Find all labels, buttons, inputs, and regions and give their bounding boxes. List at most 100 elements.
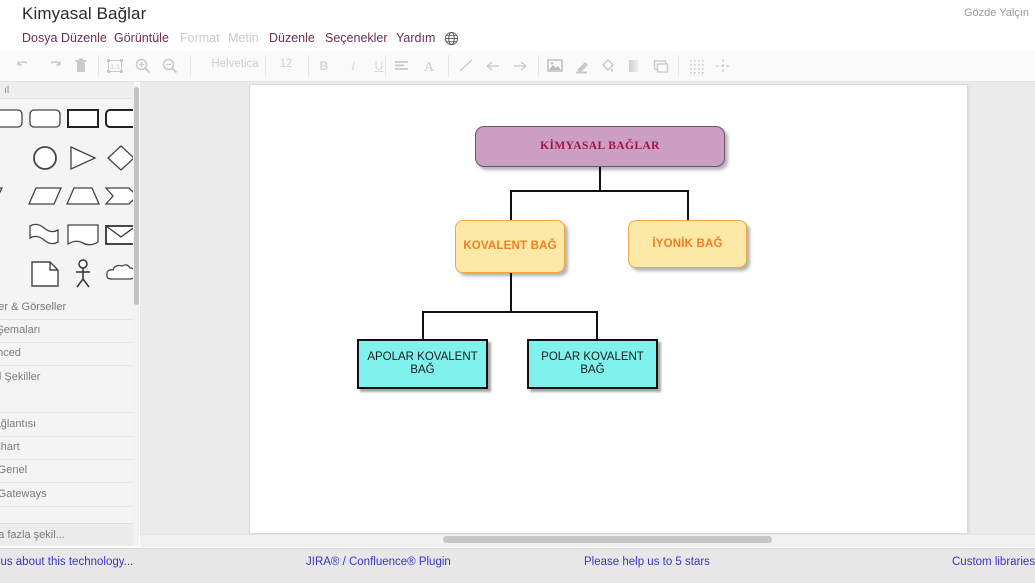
italic-button[interactable]: I [344, 56, 362, 76]
diagram-edge-v[interactable] [510, 273, 512, 311]
diagram-edge-h[interactable] [422, 311, 598, 313]
shadow-icon[interactable] [624, 56, 644, 76]
square-partial-shape[interactable] [0, 216, 26, 254]
svg-text:1:1: 1:1 [110, 64, 120, 71]
shape-panel: ılŞekiller & GörsellerAkış ŞemalarıAdvan… [0, 82, 134, 546]
redo-icon[interactable] [44, 56, 64, 76]
diagram-edge-v[interactable] [687, 190, 689, 220]
arrow-left-icon[interactable] [483, 56, 503, 76]
font-name-field[interactable]: Helvetica [200, 58, 270, 70]
menu-item-se-enekler-6[interactable]: Seçenekler [325, 31, 388, 45]
shape-library-item-8[interactable]: VPN Gateways [0, 483, 133, 507]
diagram-node-label: KİMYASAL BAĞLAR [540, 140, 660, 153]
diagram-edge-v[interactable] [422, 311, 424, 339]
wave-shape[interactable] [26, 216, 64, 254]
diagram-edge-v[interactable] [599, 167, 601, 191]
shape-library-item-label: Advanced [0, 347, 21, 359]
menu-item-d-zenle-1[interactable]: Düzenle [61, 31, 107, 45]
shape-library-item-0[interactable]: Şekiller & Görseller [0, 296, 133, 320]
document-title[interactable]: Kimyasal Bağlar [22, 4, 146, 24]
diagram-page[interactable]: KİMYASAL BAĞLAR KOVALENT BAĞ İYONİK BAĞ APO… [250, 85, 967, 533]
delete-icon[interactable] [71, 56, 91, 76]
diagram-node-label: POLAR KOVALENT BAĞ [529, 351, 656, 376]
bold-button[interactable]: B [315, 56, 333, 76]
trapezoid-shape[interactable] [64, 177, 102, 215]
font-size-field[interactable]: 12 [272, 58, 300, 70]
undo-icon[interactable] [14, 56, 34, 76]
rounded-rectangle-shape[interactable] [0, 100, 26, 138]
parallelogram-partial-shape[interactable] [0, 177, 26, 215]
canvas-hscrollbar-thumb[interactable] [443, 536, 772, 543]
shape-panel-section-header[interactable]: ıl [0, 82, 133, 99]
zoom-in-icon[interactable] [133, 56, 153, 76]
toolbar-separator [190, 55, 191, 77]
toolbar-separator [678, 55, 679, 77]
user-name-label[interactable]: Gözde Yalçın [964, 7, 1029, 19]
sidebar-scrollbar-thumb[interactable] [134, 87, 139, 305]
menu-item-g-r-nt-le-2[interactable]: Görüntüle [114, 31, 169, 45]
shape-library-item-2[interactable]: Advanced [0, 342, 133, 366]
diagram-edge-v[interactable] [596, 311, 598, 339]
shape-library-item-3[interactable]: Temel Şekiller [0, 366, 133, 390]
diagram-node-kovalent[interactable]: KOVALENT BAĞ [455, 220, 565, 273]
globe-icon[interactable] [444, 31, 459, 46]
grid-icon[interactable] [686, 56, 706, 76]
shape-library-item-1[interactable]: Akış Şemaları [0, 319, 133, 343]
toolbar-separator [385, 55, 386, 77]
footer-link-0[interactable]: Tell us about this technology... [0, 556, 133, 568]
menu-item-yard-m-7[interactable]: Yardım [396, 31, 435, 45]
chevron-shape[interactable] [102, 177, 134, 215]
rectangle-shape[interactable] [64, 100, 102, 138]
toolbar-separator [538, 55, 539, 77]
rounded-rectangle-thick-shape[interactable] [102, 100, 134, 138]
toolbar-separator [308, 55, 309, 77]
toolbar-separator [265, 55, 266, 77]
document-page-shape[interactable] [26, 254, 64, 292]
canvas-area[interactable]: KİMYASAL BAĞLAR KOVALENT BAĞ İYONİK BAĞ APO… [140, 82, 1035, 534]
rounded-rectangle-shape[interactable] [26, 100, 64, 138]
document-shape[interactable] [64, 216, 102, 254]
title-bar: Kimyasal Bağlar Gözde Yalçın [0, 0, 1035, 28]
zoom-out-icon[interactable] [160, 56, 180, 76]
footer-link-2[interactable]: Please help us to 5 stars [584, 556, 710, 568]
shape-library-divider [0, 389, 133, 413]
shape-library-item-6[interactable]: Flowchart [0, 436, 133, 460]
svg-text:A: A [424, 60, 435, 75]
edge-style-icon[interactable] [572, 56, 592, 76]
more-shapes-button[interactable]: Daha fazla şekil... [0, 523, 133, 546]
actual-size-icon[interactable]: 1:1 [105, 56, 125, 76]
fill-color-icon[interactable] [598, 56, 618, 76]
align-left-icon[interactable] [392, 56, 412, 76]
parallelogram-shape[interactable] [26, 177, 64, 215]
triangle-shape[interactable] [64, 139, 102, 177]
actor-shape[interactable] [64, 254, 102, 292]
shape-library-item-5[interactable]: Ağ bağlantısı [0, 413, 133, 437]
diamond-shape[interactable] [102, 139, 134, 177]
footer-link-1[interactable]: JIRA® / Confluence® Plugin [306, 556, 451, 568]
menu-item-d-zenle-5[interactable]: Düzenle [269, 31, 315, 45]
note-partial-shape[interactable] [0, 254, 26, 292]
cloud-shape[interactable] [102, 254, 134, 292]
font-color-icon[interactable]: A [419, 56, 439, 76]
ellipse-partial-shape[interactable] [0, 139, 26, 177]
diagram-edge-v[interactable] [510, 190, 512, 220]
toolbar-separator [98, 55, 99, 77]
diagram-node-apolar[interactable]: APOLAR KOVALENT BAĞ [357, 339, 488, 389]
shape-library-item-7[interactable]: VPN Genel [0, 459, 133, 483]
image-icon[interactable] [545, 56, 565, 76]
shape-library-item-label: Temel Şekiller [0, 371, 40, 383]
diagram-node-iyonik[interactable]: İYONİK BAĞ [628, 220, 747, 268]
shape-icon[interactable] [651, 56, 671, 76]
circle-shape[interactable] [26, 139, 64, 177]
envelope-shape[interactable] [102, 216, 134, 254]
arrow-right-icon[interactable] [510, 56, 530, 76]
diagram-node-root[interactable]: KİMYASAL BAĞLAR [475, 126, 725, 167]
waypoints-icon[interactable] [713, 56, 733, 76]
shape-library-item-label: Akış Şemaları [0, 324, 40, 336]
menu-item-dosya-0[interactable]: Dosya [22, 31, 57, 45]
diagram-node-polar[interactable]: POLAR KOVALENT BAĞ [527, 339, 658, 389]
diagram-edge-h[interactable] [510, 190, 689, 192]
footer-link-3[interactable]: Custom libraries [952, 556, 1035, 568]
line-icon[interactable] [456, 56, 476, 76]
